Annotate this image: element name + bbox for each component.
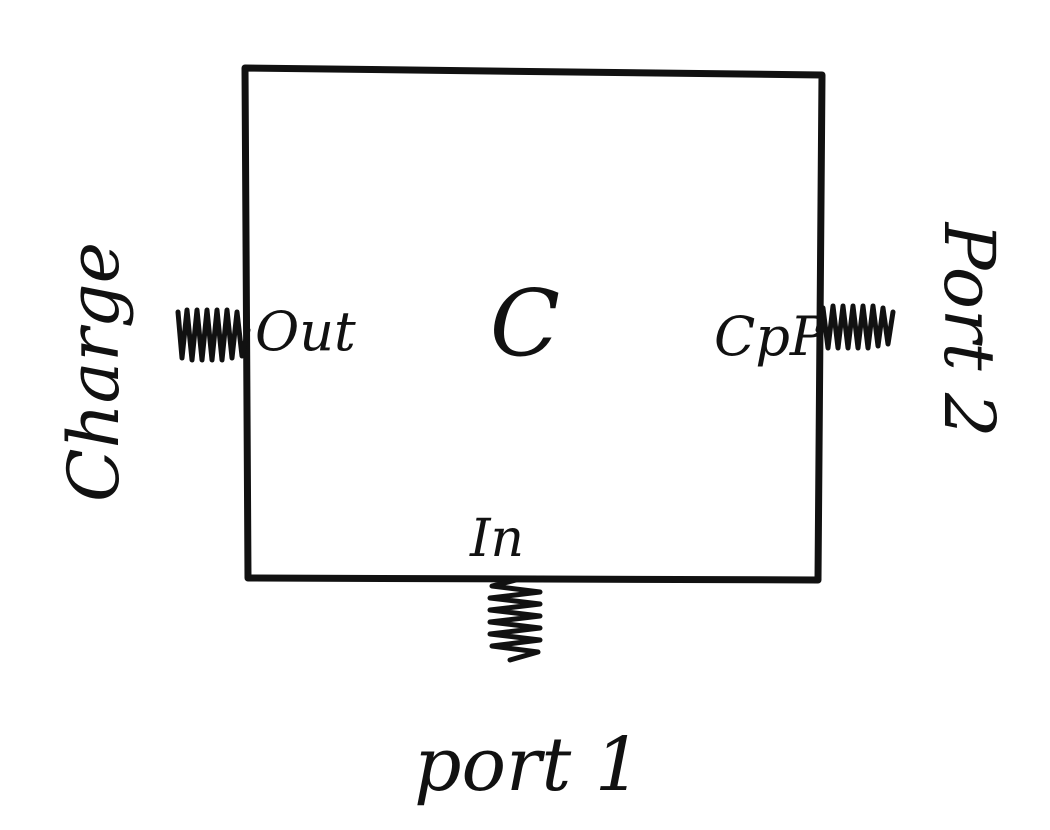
- port-left-external-label: Charge: [53, 242, 135, 502]
- port-left-internal-label: Out: [255, 300, 356, 363]
- port-right: CpP Port 2: [714, 221, 1010, 438]
- port-right-internal-label: CpP: [714, 305, 828, 368]
- port-bottom: In port 1: [414, 509, 642, 808]
- port-left: Out Charge: [53, 242, 356, 502]
- port-left-spring: [175, 307, 251, 363]
- component-label: C: [490, 270, 560, 377]
- port-right-spring: [815, 303, 896, 351]
- port-right-external-label: Port 2: [928, 221, 1010, 438]
- port-bottom-internal-label: In: [469, 509, 524, 569]
- port-bottom-spring: [487, 577, 543, 663]
- port-bottom-external-label: port 1: [414, 722, 642, 808]
